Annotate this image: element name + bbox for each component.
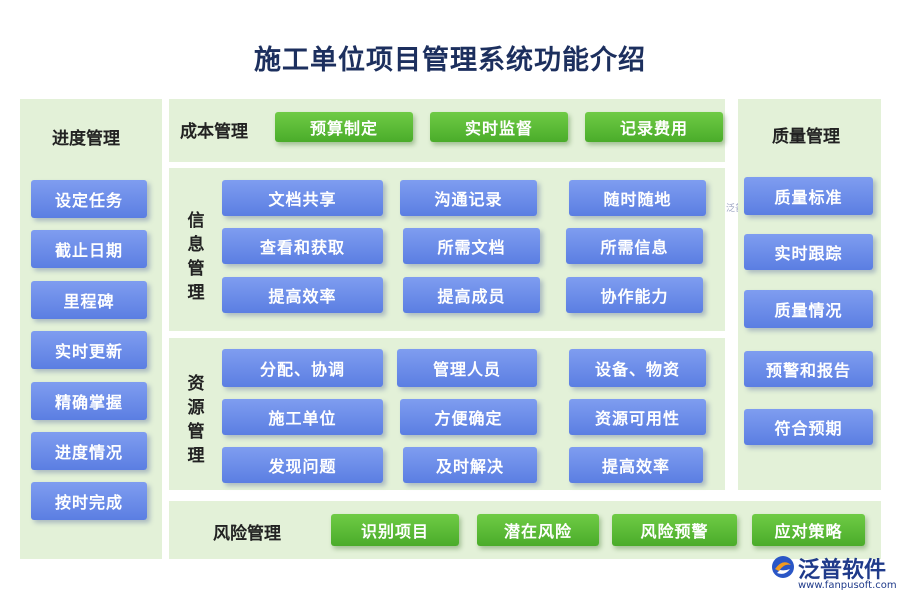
info-item-doc-share[interactable]: 文档共享 (222, 180, 383, 216)
resource-item-timely-resolve[interactable]: 及时解决 (403, 447, 537, 483)
schedule-item-realtime-update[interactable]: 实时更新 (31, 331, 147, 369)
schedule-item-deadline[interactable]: 截止日期 (31, 230, 147, 268)
resource-item-find-issues[interactable]: 发现问题 (222, 447, 383, 483)
schedule-item-milestone[interactable]: 里程碑 (31, 281, 147, 319)
cost-item-record-expense[interactable]: 记录费用 (585, 112, 723, 142)
resource-item-managers[interactable]: 管理人员 (397, 349, 537, 387)
schedule-item-on-time[interactable]: 按时完成 (31, 482, 147, 520)
info-item-efficiency[interactable]: 提高效率 (222, 277, 383, 313)
schedule-item-precise-grasp[interactable]: 精确掌握 (31, 382, 147, 420)
info-item-collaboration[interactable]: 协作能力 (566, 277, 703, 313)
resource-panel-title: 资源管理 (187, 374, 205, 466)
quality-item-warning-report[interactable]: 预警和报告 (744, 351, 873, 387)
risk-panel-title: 风险管理 (213, 524, 281, 544)
info-item-required-docs[interactable]: 所需文档 (403, 228, 540, 264)
resource-item-availability[interactable]: 资源可用性 (569, 399, 706, 435)
schedule-panel-title: 进度管理 (52, 129, 120, 149)
info-panel-title: 信息管理 (187, 211, 205, 303)
schedule-item-progress-status[interactable]: 进度情况 (31, 432, 147, 470)
resource-item-contractor[interactable]: 施工单位 (222, 399, 383, 435)
cost-item-monitor[interactable]: 实时监督 (430, 112, 568, 142)
cost-item-budget[interactable]: 预算制定 (275, 112, 413, 142)
quality-item-status[interactable]: 质量情况 (744, 290, 873, 328)
info-item-comm-record[interactable]: 沟通记录 (400, 180, 537, 216)
risk-item-potential[interactable]: 潜在风险 (477, 514, 599, 546)
info-item-required-info[interactable]: 所需信息 (566, 228, 703, 264)
risk-item-response[interactable]: 应对策略 (752, 514, 865, 546)
info-item-members[interactable]: 提高成员 (403, 277, 540, 313)
logo-name: 泛普软件 (798, 558, 887, 583)
brand-logo: 泛普软件 www.fanpusoft.com (770, 552, 900, 598)
resource-item-efficiency[interactable]: 提高效率 (569, 447, 703, 483)
resource-item-equipment[interactable]: 设备、物资 (569, 349, 706, 387)
cost-panel-title: 成本管理 (180, 122, 248, 142)
quality-item-standard[interactable]: 质量标准 (744, 177, 873, 215)
risk-item-warning[interactable]: 风险预警 (612, 514, 737, 546)
page-title: 施工单位项目管理系统功能介绍 (254, 45, 646, 76)
schedule-item-set-task[interactable]: 设定任务 (31, 180, 147, 218)
quality-item-meet-expectation[interactable]: 符合预期 (744, 409, 873, 445)
risk-item-identify[interactable]: 识别项目 (331, 514, 459, 546)
quality-item-tracking[interactable]: 实时跟踪 (744, 234, 873, 270)
resource-item-easy-determine[interactable]: 方便确定 (400, 399, 537, 435)
swirl-icon (772, 556, 794, 578)
info-item-anytime[interactable]: 随时随地 (569, 180, 706, 216)
resource-item-allocate[interactable]: 分配、协调 (222, 349, 383, 387)
info-item-view-obtain[interactable]: 查看和获取 (222, 228, 383, 264)
logo-url: www.fanpusoft.com (798, 580, 897, 591)
quality-panel-title: 质量管理 (772, 127, 840, 147)
